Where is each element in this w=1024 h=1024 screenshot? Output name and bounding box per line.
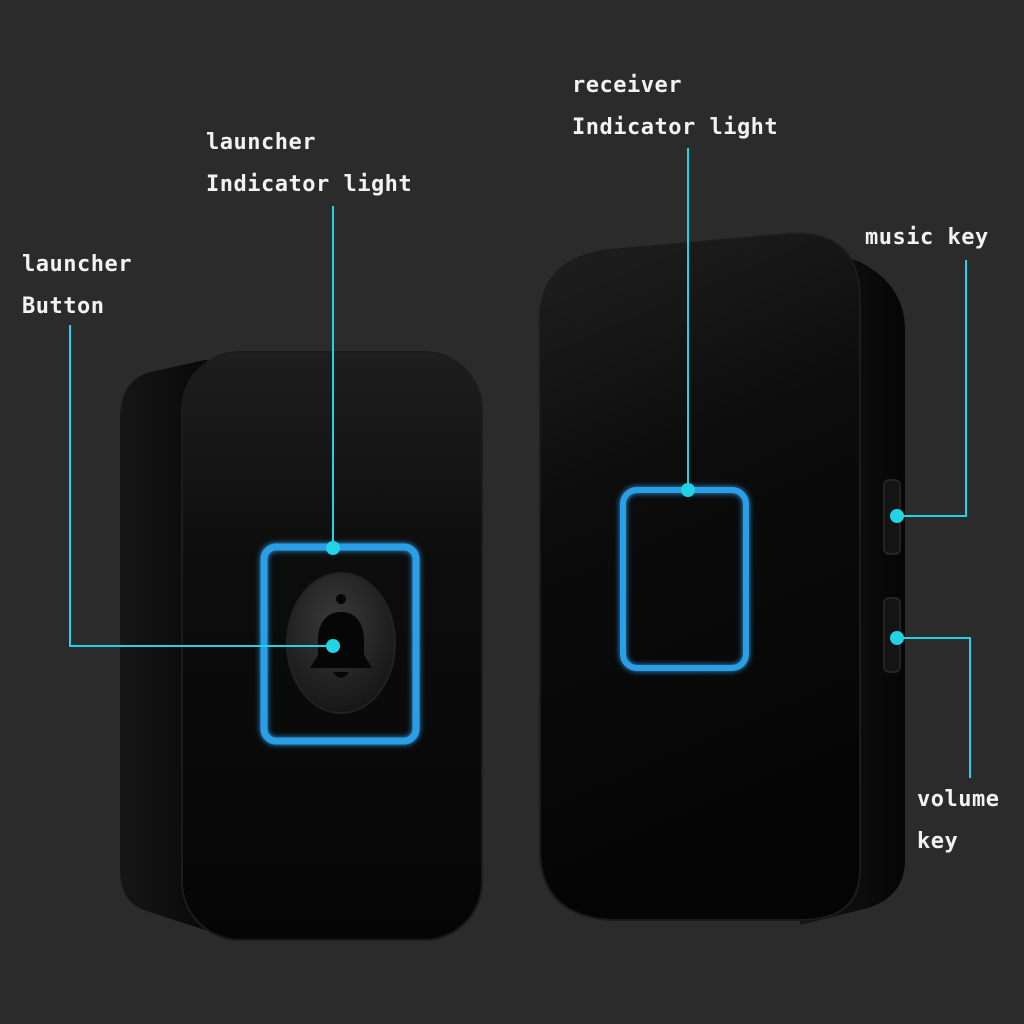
callout-dot-receiver-indicator bbox=[681, 483, 695, 497]
callout-text-line: key bbox=[917, 829, 959, 854]
callout-line-volume-key bbox=[897, 637, 971, 778]
callout-dots bbox=[326, 483, 904, 653]
callout-text-line: music key bbox=[865, 225, 989, 250]
bell-icon bbox=[310, 594, 372, 678]
receiver-device bbox=[539, 232, 905, 925]
callout-label-music-key: music key bbox=[865, 217, 989, 259]
callout-label-launcher-button: launcher Button bbox=[22, 244, 132, 328]
callout-text-line: Indicator light bbox=[206, 172, 413, 197]
callout-text-line: volume bbox=[917, 787, 1000, 812]
receiver-face bbox=[539, 232, 861, 921]
callout-label-launcher-indicator: launcher Indicator light bbox=[206, 122, 412, 206]
callout-dot-launcher-indicator bbox=[326, 541, 340, 555]
callout-text-line: Indicator light bbox=[572, 115, 779, 140]
callout-dot-music-key bbox=[890, 509, 904, 523]
callout-dot-volume-key bbox=[890, 631, 904, 645]
callout-text-line: receiver bbox=[572, 73, 682, 98]
callout-dot-launcher-button bbox=[326, 639, 340, 653]
callout-text-line: launcher bbox=[22, 252, 132, 277]
callout-lines bbox=[69, 148, 971, 778]
launcher-indicator-light bbox=[260, 543, 420, 745]
callout-text-line: launcher bbox=[206, 130, 316, 155]
callout-line-music-key bbox=[897, 260, 967, 517]
callout-label-receiver-indicator: receiver Indicator light bbox=[572, 65, 778, 149]
callout-label-volume-key: volume key bbox=[917, 779, 999, 863]
callout-line-launcher-button bbox=[69, 325, 333, 647]
callout-text-line: Button bbox=[22, 294, 105, 319]
